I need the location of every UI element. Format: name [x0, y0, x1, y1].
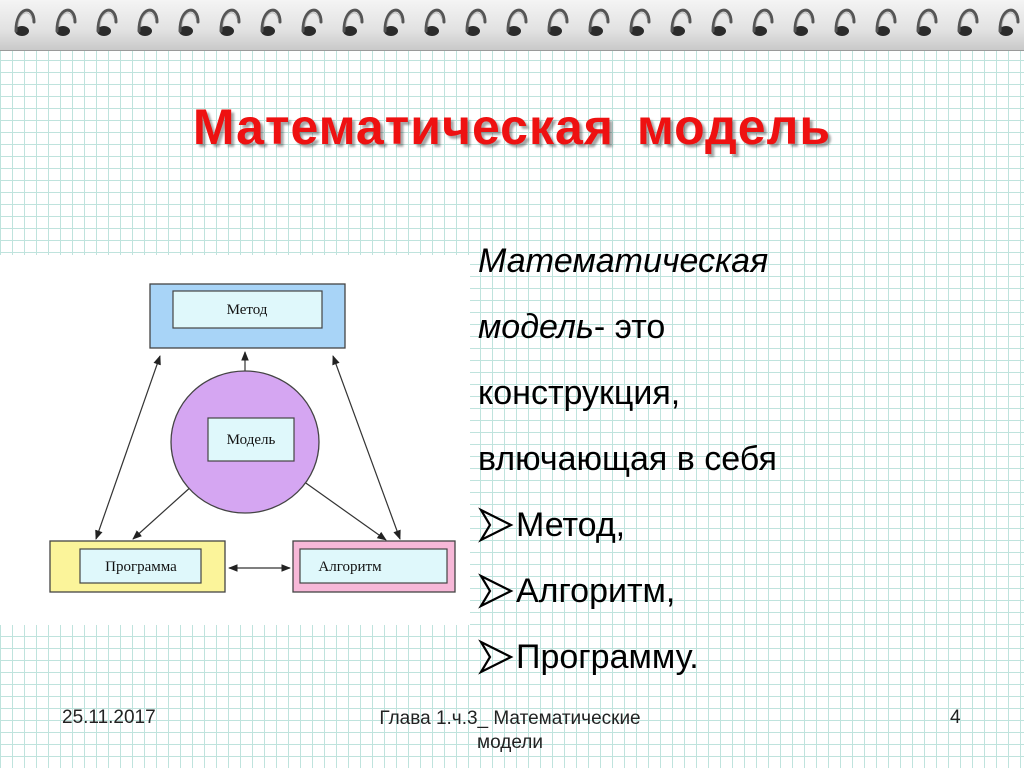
spiral-ring-icon: [671, 10, 690, 36]
arrow-method-algorithm: [333, 356, 400, 539]
arrow-bullet-icon: [478, 505, 514, 545]
definition-line-4: влючающая в себя: [478, 426, 1018, 492]
definition-term-line: Математическая: [478, 228, 1018, 294]
slide-title: Математическая модель: [0, 98, 1024, 156]
node-algorithm-label: Алгоритм: [318, 559, 382, 575]
footer-chapter-line-2: модели: [340, 731, 680, 755]
spiral-ring-icon: [97, 10, 116, 36]
bullet-text: Программу.: [516, 624, 699, 690]
node-algorithm: Алгоритм: [293, 541, 455, 592]
spiral-ring-icon: [630, 10, 649, 36]
spiral-ring-icon: [507, 10, 526, 36]
bullet-item: Метод,: [478, 492, 1018, 558]
footer-page-number: 4: [950, 707, 961, 729]
arrow-model-algorithm: [303, 481, 386, 540]
spiral-ring-icon: [589, 10, 608, 36]
spiral-ring-icon: [794, 10, 813, 36]
spiral-ring-icon: [917, 10, 936, 36]
definition-term-word: модель: [478, 308, 594, 346]
definition-term-rest: - это: [594, 308, 665, 346]
footer-chapter-line-1: Глава 1.ч.3_ Математические: [340, 707, 680, 731]
bullet-text: Алгоритм,: [516, 558, 675, 624]
spiral-ring-icon: [548, 10, 567, 36]
spiral-ring-icon: [958, 10, 977, 36]
spiral-ring-icon: [302, 10, 321, 36]
spiral-ring-icon: [15, 10, 34, 36]
node-model-label: Модель: [227, 432, 276, 448]
arrow-method-program: [96, 356, 160, 539]
model-diagram: Метод Модель Программа Алгоритм: [0, 255, 470, 625]
definition-line-2: модель- это: [478, 294, 1018, 360]
spiral-ring-icon: [179, 10, 198, 36]
spiral-ring-icon: [343, 10, 362, 36]
node-method-label: Метод: [227, 302, 268, 318]
spiral-binding: [0, 0, 1024, 51]
node-program: Программа: [50, 541, 225, 592]
spiral-ring-icon: [466, 10, 485, 36]
spiral-ring-icon: [261, 10, 280, 36]
bullet-item: Программу.: [478, 624, 1018, 690]
spiral-ring-icon: [220, 10, 239, 36]
spiral-ring-icon: [999, 10, 1018, 36]
node-method: Метод: [150, 284, 345, 348]
spiral-ring-icon: [835, 10, 854, 36]
definition-line-3: конструкция,: [478, 360, 1018, 426]
spiral-ring-icon: [56, 10, 75, 36]
footer-date: 25.11.2017: [62, 707, 156, 729]
node-model: Модель: [171, 371, 319, 513]
spiral-rings-icon: [0, 0, 1024, 50]
arrow-bullet-icon: [478, 571, 514, 611]
definition-text: Математическая модель- это конструкция, …: [478, 228, 1018, 690]
bullet-item: Алгоритм,: [478, 558, 1018, 624]
spiral-ring-icon: [753, 10, 772, 36]
spiral-ring-icon: [876, 10, 895, 36]
bullet-text: Метод,: [516, 492, 625, 558]
arrow-bullet-icon: [478, 637, 514, 677]
spiral-ring-icon: [384, 10, 403, 36]
footer-chapter: Глава 1.ч.3_ Математические модели: [340, 707, 680, 755]
arrow-model-program: [133, 485, 193, 539]
spiral-ring-icon: [138, 10, 157, 36]
spiral-ring-icon: [712, 10, 731, 36]
spiral-ring-icon: [425, 10, 444, 36]
node-program-label: Программа: [105, 559, 177, 575]
